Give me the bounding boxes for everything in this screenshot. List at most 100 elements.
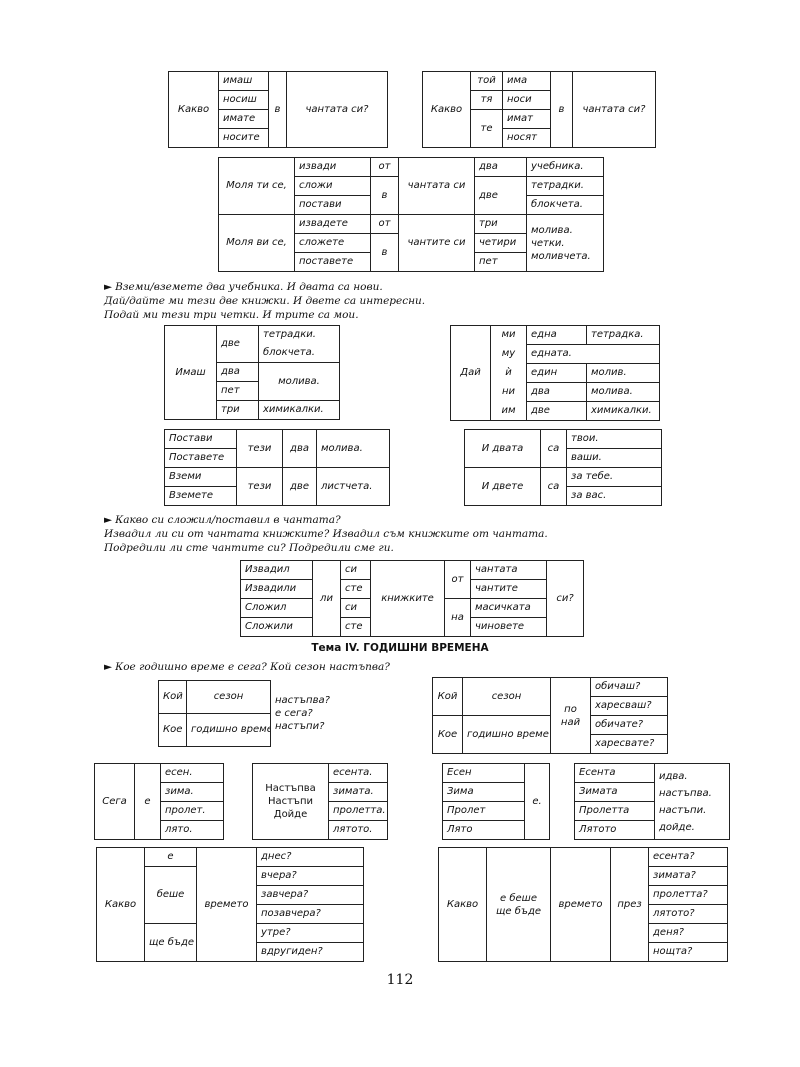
item: тетрадка. xyxy=(586,325,660,345)
verb: дойде. xyxy=(659,821,695,833)
number: пет xyxy=(216,381,259,401)
season: Есен xyxy=(442,763,525,783)
time: лятото? xyxy=(648,904,728,924)
season: зима. xyxy=(160,782,224,802)
item: моливчета. xyxy=(531,250,591,262)
season: пролет. xyxy=(160,801,224,821)
noun: сезон xyxy=(186,680,271,714)
verb-form: имате xyxy=(218,109,269,129)
time: пролетта? xyxy=(648,885,728,905)
ending: си? xyxy=(546,560,584,637)
table-season-comes: Есента идва. настъпва. настъпи. дойде. З… xyxy=(574,763,730,840)
place: чантите xyxy=(470,579,547,599)
auxiliary: беше xyxy=(144,866,197,924)
item: тетрадки. xyxy=(258,325,340,344)
verb: идва. xyxy=(659,770,688,782)
table-weather-season: Какво е беше ще бъде времето през есента… xyxy=(438,847,728,962)
verb: сложи xyxy=(294,176,371,196)
season: Зимата xyxy=(574,782,655,802)
verb-form: носят xyxy=(502,128,551,148)
auxiliary: е xyxy=(144,847,197,867)
table-season-arrives: Настъпва Настъпи Дойде есента. зимата. п… xyxy=(252,763,388,840)
table-season-is: Есен е. Зима Пролет Лято xyxy=(442,763,550,840)
section-title: Тема IV. ГОДИШНИ ВРЕМЕНА xyxy=(311,642,489,654)
preposition: от xyxy=(444,560,471,599)
item: блокчета. xyxy=(258,344,340,363)
preposition: от xyxy=(370,214,399,234)
season: Лято xyxy=(442,820,525,840)
copula: е xyxy=(134,763,161,840)
season: Пролет xyxy=(442,801,525,821)
verbs: Настъпва Настъпи Дойде xyxy=(252,763,329,840)
number: един xyxy=(526,363,587,383)
question-word: Какво xyxy=(438,847,487,962)
verb: настъпва. xyxy=(659,787,712,799)
particle: ли xyxy=(312,560,341,637)
question-word: Кой xyxy=(432,677,463,716)
table-put-these: Постави тези два молива. Поставете Вземи… xyxy=(164,429,390,506)
time: утре? xyxy=(256,923,364,943)
verb: извади xyxy=(294,157,371,177)
verb-form: имат xyxy=(502,109,551,129)
number: две xyxy=(474,176,527,215)
table-please-put: Моля ти се, извади от чантата си два уче… xyxy=(218,157,604,272)
season: Пролетта xyxy=(574,801,655,821)
item: листчета. xyxy=(316,467,390,506)
preposition: в xyxy=(550,71,573,148)
verb: настъпи. xyxy=(659,804,707,816)
preposition: на xyxy=(444,598,471,637)
possessive: ваши. xyxy=(566,448,662,468)
time: деня? xyxy=(648,923,728,943)
verb-form: носи xyxy=(502,90,551,110)
noun: годишно време xyxy=(462,715,551,754)
possessive: за вас. xyxy=(566,486,662,506)
pronoun: те xyxy=(470,109,503,148)
item: молив. xyxy=(586,363,660,383)
table-have-you-taken-out: Извадил ли си книжките от чантата си? Из… xyxy=(240,560,584,637)
season: Зима xyxy=(442,782,525,802)
pronoun: ѝ xyxy=(490,363,527,383)
number: три xyxy=(474,214,527,234)
item: едната. xyxy=(526,344,660,364)
question-word: Кое xyxy=(158,713,187,747)
item: молива. xyxy=(258,362,340,401)
time: днес? xyxy=(256,847,364,867)
time: есента? xyxy=(648,847,728,867)
item: молива. xyxy=(531,224,573,236)
verb: Извадили xyxy=(240,579,313,599)
item: блокчета. xyxy=(526,195,604,215)
page-number: 112 xyxy=(386,972,414,988)
example-sentences-3: ►Кое годишно време е сега? Кой сезон нас… xyxy=(104,660,390,674)
table-what-do-they-have: Какво той има в чантата си? тя носи те и… xyxy=(422,71,656,148)
preposition: в xyxy=(370,176,399,215)
preposition: в xyxy=(370,233,399,272)
season: Лятото xyxy=(574,820,655,840)
subject: И двете xyxy=(464,467,541,506)
possessive: твои. xyxy=(566,429,662,449)
verb: обичате? xyxy=(590,715,668,735)
verb: обичаш? xyxy=(590,677,668,697)
number: три xyxy=(216,400,259,420)
question-word: Кое xyxy=(432,715,463,754)
example-sentences-2: ►Какво си сложил/поставил в чантата? Изв… xyxy=(104,513,548,555)
verb: харесвате? xyxy=(590,734,668,754)
preposition: в xyxy=(268,71,287,148)
number: две xyxy=(216,325,259,363)
item: молива. xyxy=(586,382,660,402)
auxiliary: ще бъде xyxy=(144,923,197,962)
place: чиновете xyxy=(470,617,547,637)
adverb: Сега xyxy=(94,763,135,840)
lead-phrase: Моля ти се, xyxy=(218,157,295,215)
verb: настъпи? xyxy=(275,721,325,732)
sentence: Подредили ли сте чантите си? Подредили с… xyxy=(104,542,394,554)
season: лятото. xyxy=(328,820,388,840)
season: лято. xyxy=(160,820,224,840)
auxiliary: си xyxy=(340,560,371,580)
verb: Сложили xyxy=(240,617,313,637)
item: четки. xyxy=(531,237,565,249)
season: пролетта. xyxy=(328,801,388,821)
possessive: за тебе. xyxy=(566,467,662,487)
number: два xyxy=(474,157,527,177)
verb-list: настъпва? е сега? настъпи? xyxy=(271,681,345,747)
time: завчера? xyxy=(256,885,364,905)
